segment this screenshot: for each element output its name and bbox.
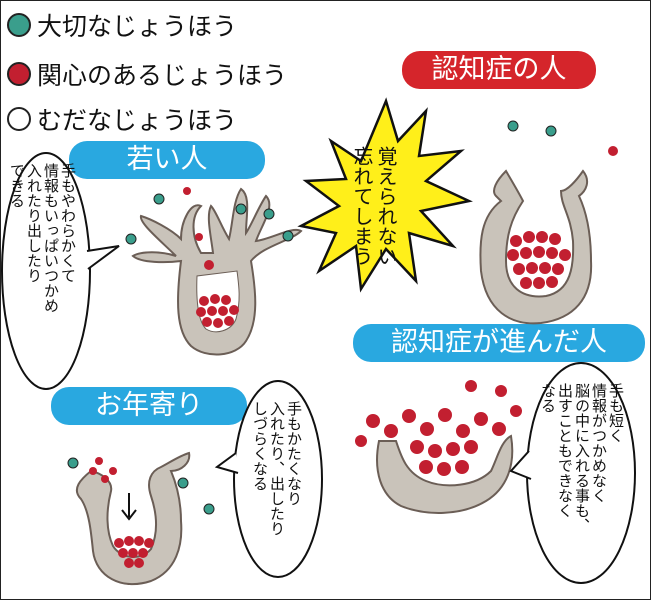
bubble-line: 手もかたくなり	[285, 401, 303, 506]
bubble-line: 入れたり出したり	[25, 163, 43, 283]
red-dot-icon	[7, 62, 31, 86]
bubble-line: 出すこともできなく	[556, 383, 574, 518]
burst-line: 忘れてしまう	[350, 146, 374, 266]
white-dot-icon	[7, 107, 31, 131]
speech-bubble-young	[1, 152, 91, 390]
advanced-hand-icon	[355, 380, 522, 514]
teal-dot-icon	[7, 13, 31, 37]
bubble-text-elderly: 手もかたくなり 入れたり、出したり しづらくなる	[251, 401, 303, 536]
banner-elderly: お年寄り	[51, 387, 247, 425]
burst-text: 覚えられない 忘れてしまう	[350, 146, 398, 266]
bubble-line: 手も短く	[607, 383, 625, 443]
bubble-line: なる	[539, 383, 557, 413]
banner-young: 若い人	[69, 141, 265, 179]
burst-line: 覚えられない	[374, 146, 398, 266]
bubble-line: できる	[8, 163, 26, 208]
bubble-text-advanced: 手も短く 情報がつかめなく 脳の中に入れる事も、 出すこともできなく なる	[539, 383, 625, 533]
legend-item-useless: むだなじょうほう	[7, 101, 237, 137]
elderly-hand-icon	[67, 451, 215, 586]
bubble-line: しづらくなる	[251, 401, 269, 491]
banner-dementia: 認知症の人	[402, 51, 596, 89]
legend-label: 大切なじょうほう	[37, 12, 238, 41]
legend-label: 関心のあるじょうほう	[37, 61, 288, 90]
bubble-line: 入れたり、出したり	[268, 401, 286, 536]
bubble-tail	[86, 245, 120, 270]
legend-item-interest: 関心のあるじょうほう	[7, 56, 287, 92]
bubble-text-young: 手もやわらかくて 情報もいっぱいつかめ 入れたり出したり できる	[8, 163, 77, 313]
bubble-tail	[214, 452, 239, 474]
bubble-line: 脳の中に入れる事も、	[573, 383, 591, 533]
dementia-hand-icon	[479, 120, 618, 325]
bubble-tail	[509, 450, 532, 480]
legend-item-important: 大切なじょうほう	[7, 7, 237, 43]
young-hand-icon	[125, 187, 303, 356]
starburst-icon	[297, 97, 473, 293]
bubble-line: 手もやわらかくて	[59, 163, 77, 283]
legend-label: むだなじょうほう	[37, 106, 238, 135]
speech-bubble-elderly	[233, 380, 323, 578]
banner-advanced: 認知症が進んだ人	[353, 324, 645, 362]
bubble-line: 情報もいっぱいつかめ	[42, 163, 60, 313]
bubble-line: 情報がつかめなく	[590, 383, 608, 503]
